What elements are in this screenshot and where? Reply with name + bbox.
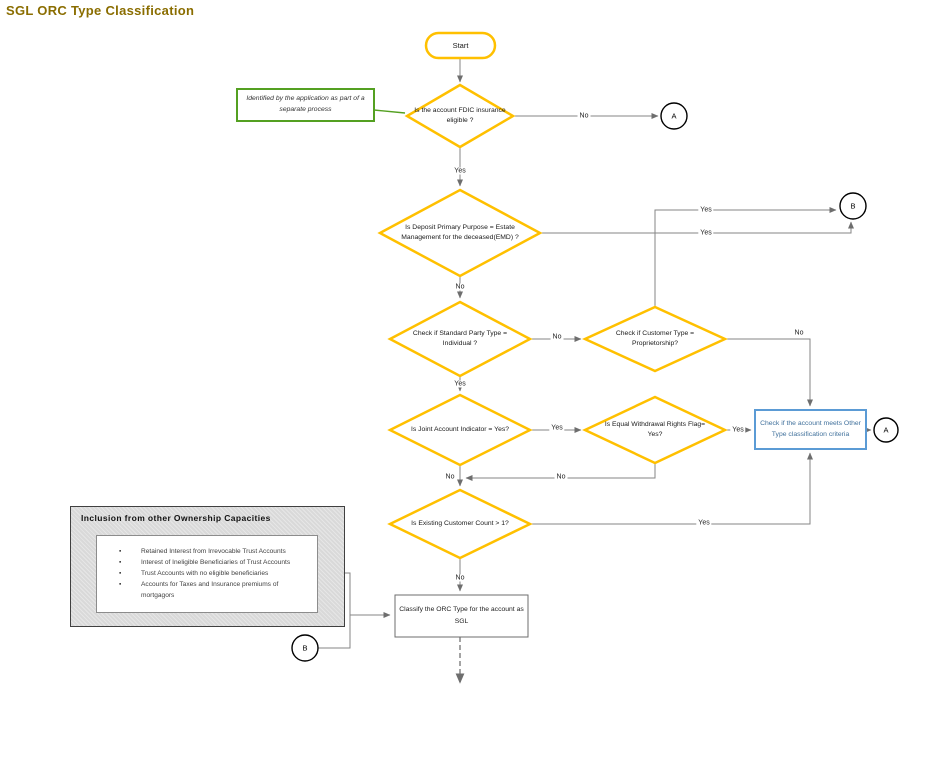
connector-b-top-label: B	[850, 201, 856, 211]
classify-process-label: Classify the ORC Type for the account as…	[399, 606, 524, 625]
connector-b-bottom-label: B	[302, 643, 308, 653]
edge-label-existing-yes: Yes	[696, 519, 712, 527]
edge-label-fdic-yes: Yes	[452, 167, 468, 175]
emd-decision-label: Is Deposit Primary Purpose = Estate Mana…	[401, 223, 519, 241]
edge-label-customer-yes: Yes	[698, 206, 714, 214]
edge-customer-yes-to-b	[654, 207, 837, 307]
edge-label-emd-yes: Yes	[698, 229, 714, 237]
joint-account-decision-label: Is Joint Account Indicator = Yes?	[410, 425, 510, 433]
connector-b-top-shape	[839, 192, 867, 220]
edge-label-fdic-no: No	[577, 112, 591, 120]
decision-shapes	[377, 83, 729, 560]
offpage-connectors	[291, 102, 899, 662]
other-type-process-shape	[754, 409, 867, 450]
edge-label-equal-yes: Yes	[730, 426, 746, 434]
edge-label-party-no: No	[550, 333, 564, 341]
inclusion-item: Trust Accounts with no eligible benefici…	[119, 569, 311, 580]
edge-label-joint-yes: Yes	[549, 424, 565, 432]
connector-a-mid-label: A	[883, 425, 889, 435]
inclusion-callout-box: Inclusion from other Ownership Capacitie…	[70, 506, 345, 627]
fdic-decision-shape	[404, 83, 516, 149]
edge-green-note-to-fdic	[373, 109, 406, 114]
edge-label-existing-no: No	[453, 574, 467, 582]
customer-type-decision-shape	[581, 305, 729, 373]
edge-equal-no-merge	[465, 463, 656, 481]
edge-label-emd-no: No	[453, 283, 467, 291]
start-terminator-shape	[424, 31, 497, 60]
emd-decision-shape	[377, 188, 543, 278]
connector-a-top-shape	[660, 102, 688, 130]
party-type-decision-label: Check if Standard Party Type = Individua…	[412, 329, 508, 347]
inclusion-item: Accounts for Taxes and Insurance premium…	[119, 580, 311, 602]
connector-a-top-label: A	[671, 111, 677, 121]
edge-emd-yes-to-b	[540, 221, 854, 234]
existing-customer-decision-shape	[387, 488, 533, 560]
start-terminator-label: Start	[452, 40, 469, 50]
party-type-decision-shape	[387, 300, 533, 378]
edge-label-joint-no: No	[443, 473, 457, 481]
green-note-shape	[236, 88, 375, 122]
connector-b-bottom-shape	[291, 634, 319, 662]
page-title: SGL ORC Type Classification	[6, 3, 195, 18]
other-type-process-label: Check if the account meets Other Type cl…	[760, 419, 861, 438]
equal-withdrawal-decision-shape	[582, 395, 728, 465]
inclusion-item: Interest of Ineligible Beneficiaries of …	[119, 558, 311, 569]
edge-label-equal-no: No	[554, 473, 568, 481]
green-note-text: Identified by the application as part of…	[246, 95, 365, 113]
inclusion-item: Retained Interest from Irrevocable Trust…	[119, 547, 311, 558]
classify-process-shape	[394, 594, 529, 638]
edge-existing-yes-to-othertype	[530, 452, 813, 525]
fdic-decision-label: Is the account FDIC insurance eligible ?	[414, 106, 506, 124]
existing-customer-decision-label: Is Existing Customer Count > 1?	[411, 519, 509, 527]
customer-type-decision-label: Check if Customer Type = Proprietorship?	[615, 329, 695, 347]
equal-withdrawal-decision-label: Is Equal Withdrawal Rights Flag= Yes?	[604, 420, 706, 438]
connector-a-mid-shape	[873, 417, 899, 443]
inclusion-callout-list-panel: Retained Interest from Irrevocable Trust…	[96, 535, 318, 613]
edge-label-party-yes: Yes	[452, 380, 468, 388]
inclusion-callout-list: Retained Interest from Irrevocable Trust…	[97, 547, 317, 601]
edges-group	[318, 58, 872, 684]
edge-label-customer-no: No	[792, 329, 806, 337]
edge-customer-no-to-othertype	[725, 338, 813, 407]
inclusion-callout-title: Inclusion from other Ownership Capacitie…	[81, 513, 271, 523]
joint-account-decision-shape	[387, 393, 533, 467]
